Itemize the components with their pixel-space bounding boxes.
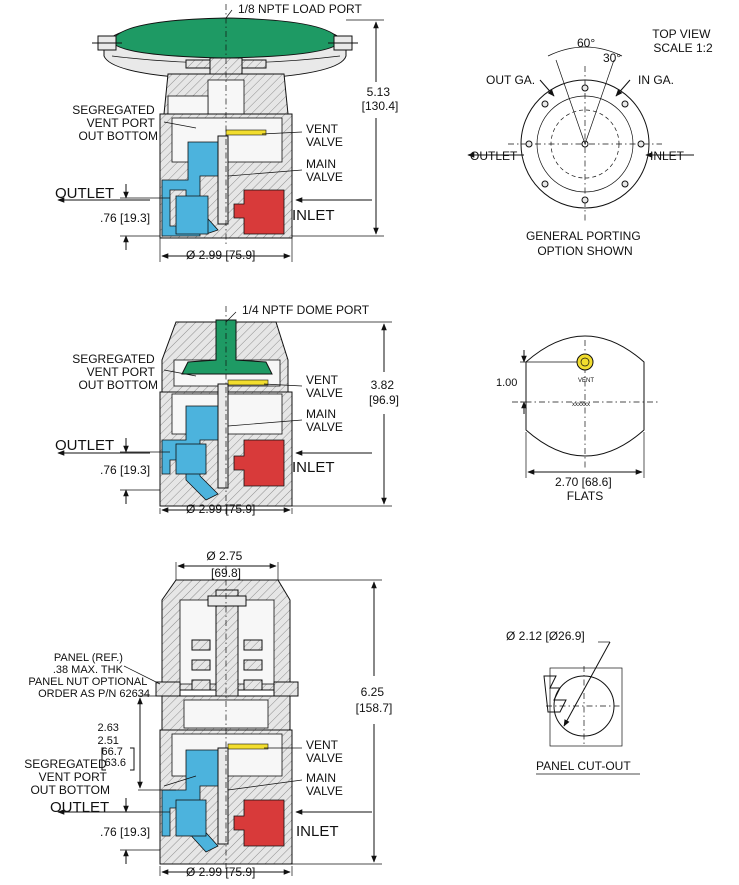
view1-main-valve-label: MAIN VALVE (306, 157, 343, 184)
top-view-angle-60: 60° (577, 36, 595, 50)
side-view-flats-dim: 2.70 [68.6] FLATS (555, 475, 615, 503)
side-view-vent-mark: VENT (578, 378, 594, 384)
view1-vent-valve-label: VENT VALVE (306, 122, 343, 149)
view2-height-dim: 3.82 [96.9] (369, 378, 399, 407)
view3-panel-dims: 2.63 2.51 66.7 63.6 (98, 722, 126, 769)
panel-cutout: Ø 2.12 [Ø26.9] PANEL CUT-OUT (506, 629, 640, 775)
view1-load-port-label: 1/8 NPTF LOAD PORT (238, 2, 362, 16)
view3-segregated-label: SEGREGATED VENT PORT OUT BOTTOM (24, 757, 110, 797)
view3-inlet-label: INLET (296, 823, 339, 840)
view3-height-dim: 6.25 [158.7] (356, 685, 393, 715)
view2-inlet-label: INLET (292, 459, 335, 476)
side-view-flats: 1.00 VENT xxxxxx 2.70 [68.6] FLATS (496, 335, 658, 503)
top-view-inlet: INLET (650, 149, 685, 163)
view1-inlet-label: INLET (292, 207, 335, 224)
top-view-caption: GENERAL PORTING OPTION SHOWN (526, 229, 644, 258)
view3-top-diameter-dim: Ø 2.75 [69.8] (206, 549, 245, 580)
view3-port-height-dim: .76 [19.3] (100, 825, 150, 839)
view3-vent-valve-label: VENT VALVE (306, 738, 343, 765)
view1-inlet-flow (233, 189, 285, 235)
view3-inlet-flow (233, 799, 285, 847)
top-view-title: TOP VIEW SCALE 1:2 (652, 27, 714, 55)
view1-outlet-label: OUTLET (55, 185, 114, 202)
view1-segregated-label: SEGREGATED VENT PORT OUT BOTTOM (72, 103, 158, 143)
top-view-outlet: OUTLET (470, 149, 518, 163)
view2-vent-valve-label: VENT VALVE (306, 373, 343, 400)
panel-cutout-caption: PANEL CUT-OUT (536, 759, 631, 773)
view2-green-dome (181, 319, 273, 375)
side-view-serial-mark: xxxxxx (572, 402, 590, 408)
view1-load-port-regulator: 1/8 NPTF LOAD PORT SEGREGATED VENT PORT … (55, 2, 398, 262)
top-view-in-gauge: IN GA. (638, 73, 674, 87)
panel-cutout-diameter: Ø 2.12 [Ø26.9] (506, 629, 585, 643)
side-view-dim-100: 1.00 (496, 377, 517, 389)
view3-panel-mount-regulator: Ø 2.75 [69.8] PANEL (REF.) .38 MAX. THK … (24, 549, 392, 879)
view2-segregated-label: SEGREGATED VENT PORT OUT BOTTOM (72, 352, 158, 392)
top-view-bolt-holes (525, 84, 645, 204)
view2-dome-port-label: 1/4 NPTF DOME PORT (242, 303, 370, 317)
view1-diameter-dim: Ø 2.99 [75.9] (186, 248, 255, 262)
view1-green-diaphragm (111, 17, 341, 59)
view2-main-valve-label: MAIN VALVE (306, 407, 343, 434)
view3-diameter-dim: Ø 2.99 [75.9] (186, 865, 255, 879)
view1-height-dim: 5.13 [130.4] (362, 85, 399, 113)
view1-port-height-dim: .76 [19.3] (100, 211, 150, 225)
view2-port-height-dim: .76 [19.3] (100, 463, 150, 477)
view3-outlet-label: OUTLET (50, 799, 109, 816)
view3-panel-label: PANEL (REF.) .38 MAX. THK PANEL NUT OPTI… (28, 652, 150, 700)
top-view: TOP VIEW SCALE 1:2 60° 30° OUT GA. IN GA… (467, 27, 714, 258)
view1-outlet-flow (161, 141, 223, 237)
view2-outlet-label: OUTLET (55, 437, 114, 454)
top-view-out-gauge: OUT GA. (486, 73, 535, 87)
view2-diameter-dim: Ø 2.99 [75.9] (186, 502, 255, 516)
view3-main-valve-label: MAIN VALVE (306, 771, 343, 798)
top-view-angle-30: 30° (603, 51, 621, 65)
view2-inlet-flow (233, 439, 285, 487)
view2-dome-port-regulator: 1/4 NPTF DOME PORT SEGREGATED VENT PORT … (55, 303, 399, 516)
side-view-vent-port (576, 353, 594, 371)
